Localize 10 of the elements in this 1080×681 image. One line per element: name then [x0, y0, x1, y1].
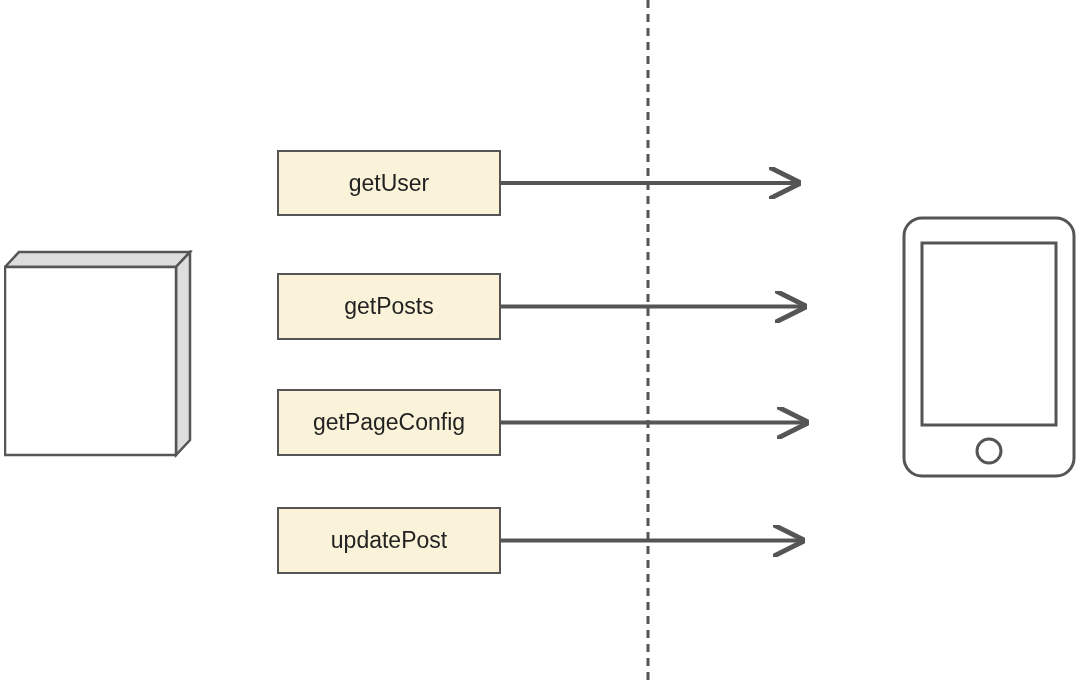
method-label: getPageConfig: [277, 389, 501, 456]
method-label: getUser: [277, 150, 501, 216]
method-label: updatePost: [277, 507, 501, 574]
arrow: [501, 404, 812, 441]
arrow: [501, 164, 804, 202]
method-label: getPosts: [277, 273, 501, 340]
server-box-drawing: [4, 250, 194, 458]
phone-drawing: [902, 216, 1076, 478]
arrow: [501, 288, 810, 325]
arrow: [501, 522, 808, 559]
